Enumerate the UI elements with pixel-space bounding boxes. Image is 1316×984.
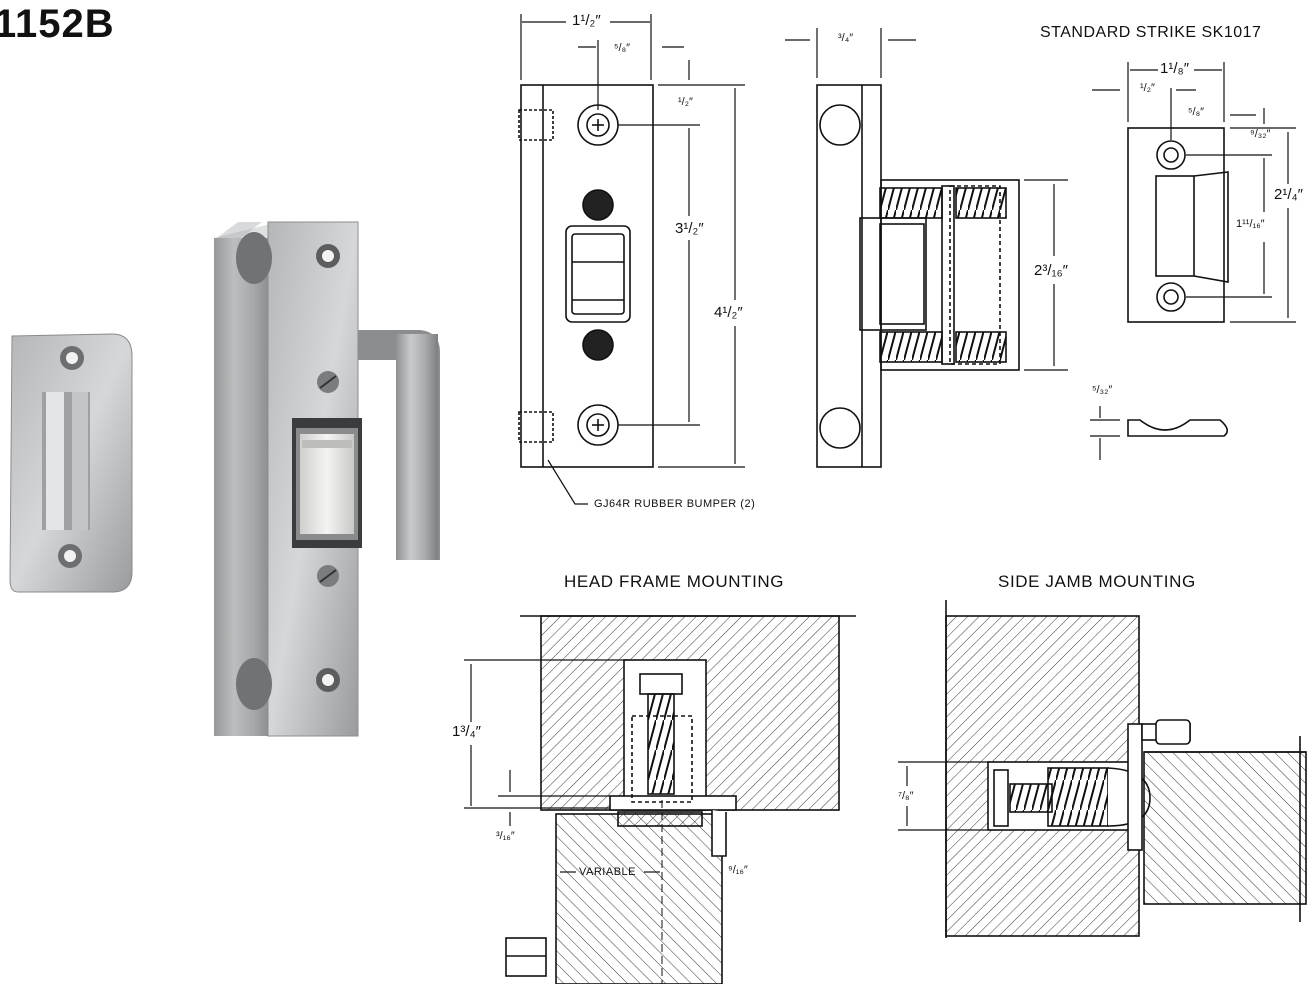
latch-photo xyxy=(214,221,440,737)
dim-strike-top: ⁹/₃₂″ xyxy=(1250,128,1271,140)
dim-strike-width: 1¹/₈″ xyxy=(1160,60,1190,77)
side-jamb-title: SIDE JAMB MOUNTING xyxy=(998,572,1196,591)
dim-head-lip: ⁹/₁₆″ xyxy=(728,864,748,876)
side-dimension-lines xyxy=(785,28,1068,371)
side-jamb-dimension-lines xyxy=(898,761,990,831)
model-number: 1152B xyxy=(0,2,115,46)
strike-dimension-lines xyxy=(1090,62,1296,460)
strike-title: STANDARD STRIKE SK1017 xyxy=(1040,24,1262,41)
side-view xyxy=(816,84,1020,468)
strike-photo xyxy=(9,333,133,593)
dim-strike-hole-spacing: 1¹¹/₁₆″ xyxy=(1236,218,1265,230)
head-frame-dimension-lines xyxy=(464,659,660,873)
dim-top-offset: ¹/₂″ xyxy=(678,96,693,108)
head-frame-title: HEAD FRAME MOUNTING xyxy=(564,572,785,591)
dim-strike-offset: ⁵/₈″ xyxy=(1188,106,1205,118)
front-view xyxy=(518,84,654,468)
dim-head-height: 1³/₄″ xyxy=(452,723,481,740)
dim-screw-offset: ⁵/₈″ xyxy=(614,42,631,54)
dim-jamb-gap: ⁷/₈″ xyxy=(898,790,914,802)
variable-label: VARIABLE xyxy=(579,866,636,878)
dim-roller-height: 2³/₁₆″ xyxy=(1034,262,1068,279)
bumper-label: GJ64R RUBBER BUMPER (2) xyxy=(594,498,756,510)
strike-view xyxy=(1127,127,1229,437)
dim-strike-half: ¹/₂″ xyxy=(1140,82,1155,94)
dim-front-width: 1¹/₂″ xyxy=(572,12,601,29)
side-jamb-section xyxy=(945,600,1307,938)
head-frame-section xyxy=(505,615,856,984)
dim-side-depth: ³/₄″ xyxy=(838,32,854,44)
front-dimension-lines xyxy=(520,14,745,505)
dim-overall-height: 4¹/₂″ xyxy=(714,304,743,321)
dim-strike-height: 2¹/₄″ xyxy=(1274,186,1303,203)
dim-hole-spacing: 3¹/₂″ xyxy=(675,220,704,237)
dim-head-gap: ³/₁₆″ xyxy=(496,830,515,842)
dim-strike-thickness: ⁵/₃₂″ xyxy=(1092,384,1113,396)
